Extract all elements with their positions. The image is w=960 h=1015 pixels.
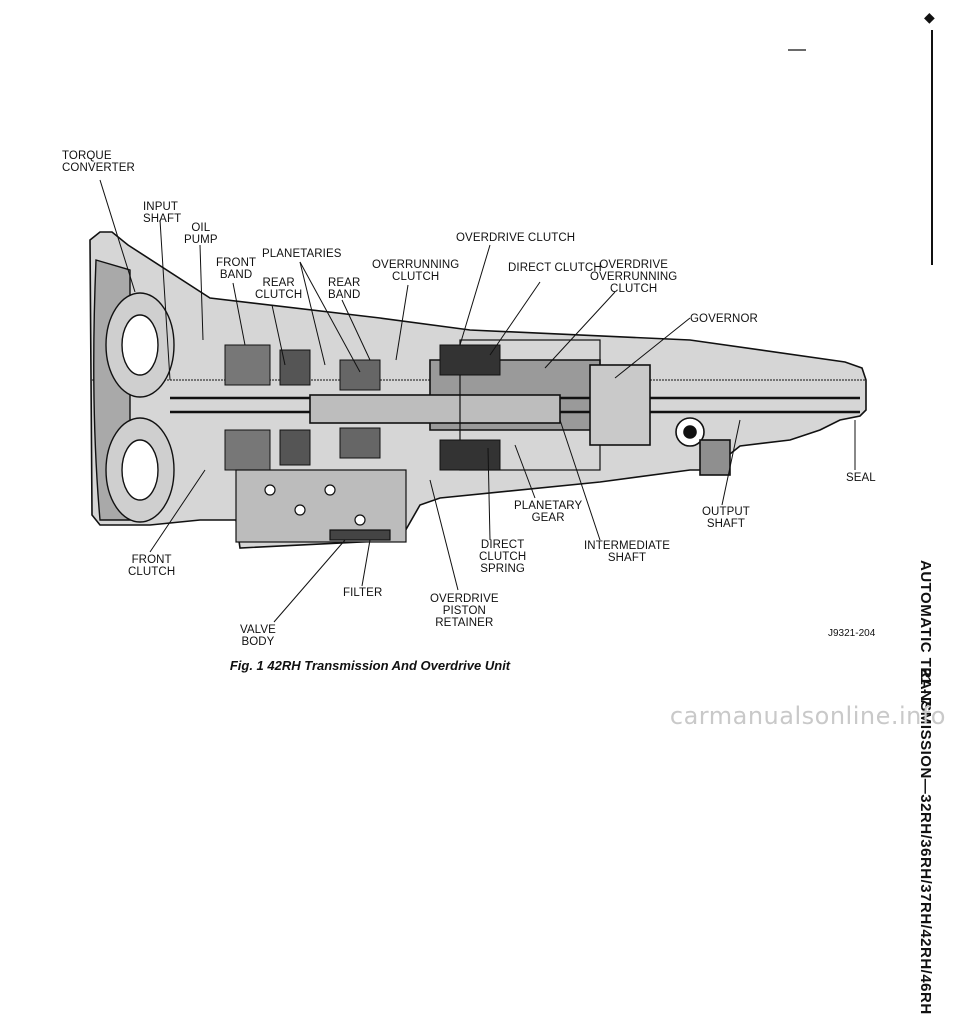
label-direct-clutch: DIRECT CLUTCH: [508, 262, 602, 274]
watermark: carmanualsonline.info: [669, 702, 946, 730]
torque-converter: [93, 259, 175, 523]
label-governor: GOVERNOR: [690, 313, 758, 325]
label-direct-clutch-spring: DIRECT CLUTCH SPRING: [479, 539, 527, 575]
label-torque-converter: TORQUE CONVERTER: [62, 150, 135, 174]
label-output-shaft: OUTPUT SHAFT: [702, 506, 750, 530]
label-intermediate-shaft: INTERMEDIATE SHAFT: [584, 540, 670, 564]
label-planetary-gear: PLANETARY GEAR: [514, 500, 583, 524]
valve-body: [235, 469, 407, 543]
clutch-packs: [224, 344, 501, 471]
transmission-cutaway-diagram: [89, 30, 933, 623]
label-input-shaft: INPUT SHAFT: [143, 201, 182, 225]
label-seal: SEAL: [846, 472, 876, 484]
label-valve-body: VALVE BODY: [240, 624, 276, 648]
page-number: 21 - 7: [917, 668, 934, 707]
label-oil-pump: OIL PUMP: [184, 222, 218, 246]
label-rear-clutch: REAR CLUTCH: [255, 277, 303, 301]
diamond-mark: ◆: [924, 9, 935, 25]
label-overrunning-clutch: OVERRUNNING CLUTCH: [372, 259, 460, 283]
label-overdrive-piston-retainer: OVERDRIVE PISTON RETAINER: [430, 593, 499, 629]
label-planetaries: PLANETARIES: [262, 248, 342, 260]
label-front-clutch: FRONT CLUTCH: [128, 554, 176, 578]
label-front-band: FRONT BAND: [216, 257, 257, 281]
figure-caption: Fig. 1 42RH Transmission And Overdrive U…: [229, 658, 511, 673]
side-title: AUTOMATIC TRANSMISSION—32RH/36RH/37RH/42…: [917, 560, 934, 1015]
figure-code: J9321-204: [828, 628, 876, 639]
leader-lines: [99, 179, 856, 623]
label-filter: FILTER: [343, 587, 383, 599]
transmission-housing: [89, 231, 867, 549]
label-rear-band: REAR BAND: [328, 277, 361, 301]
label-overdrive-overrunning-clutch: OVERDRIVE OVERRUNNING CLUTCH: [590, 259, 678, 295]
label-overdrive-clutch: OVERDRIVE CLUTCH: [456, 232, 576, 244]
